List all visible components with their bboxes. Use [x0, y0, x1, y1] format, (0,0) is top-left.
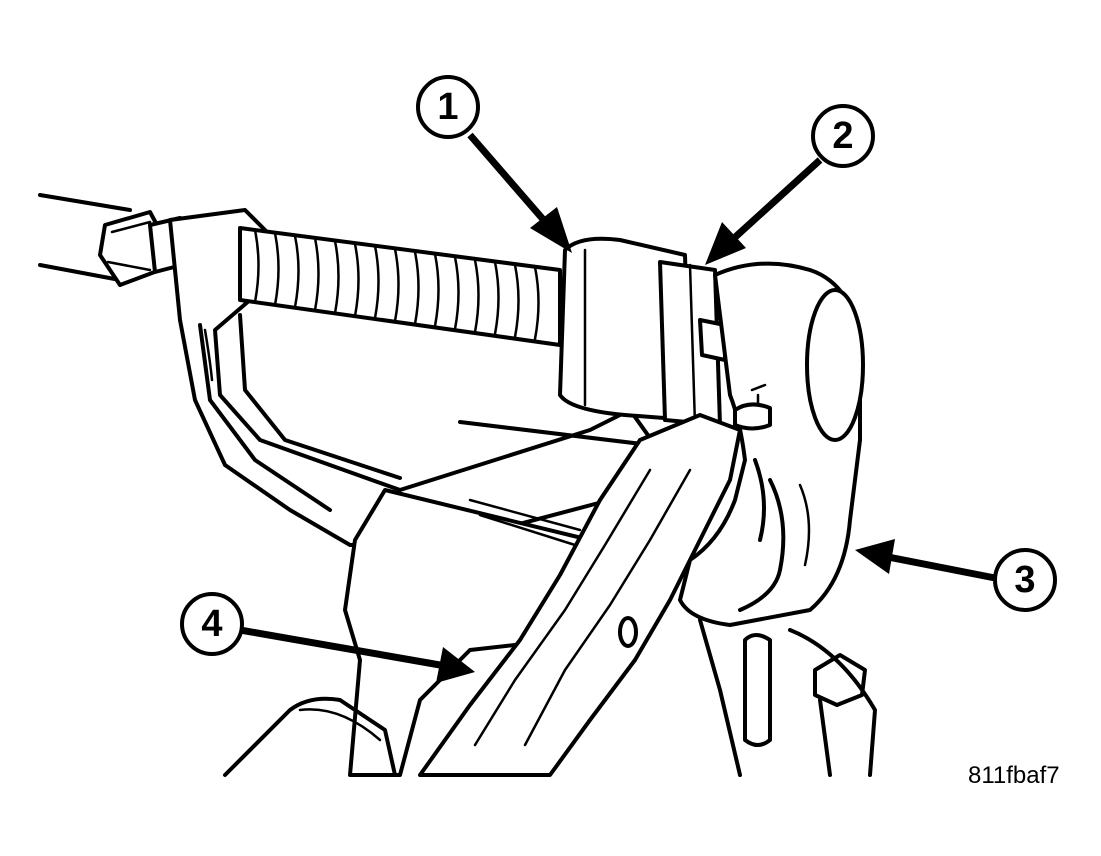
callout-3: 3 — [993, 548, 1057, 612]
leader-2 — [705, 157, 823, 265]
callout-2: 2 — [811, 104, 875, 168]
bottom-hardware — [698, 618, 877, 777]
bushing — [658, 260, 727, 427]
callout-1: 1 — [416, 75, 480, 139]
leader-1 — [467, 132, 572, 253]
control-arm — [418, 413, 742, 777]
callout-3-label: 3 — [1014, 559, 1035, 601]
leader-3 — [855, 539, 996, 582]
leader-4 — [239, 626, 475, 683]
driver-extension — [38, 193, 184, 287]
threaded-screw — [238, 226, 562, 347]
callout-4-label: 4 — [201, 603, 222, 645]
figure-id: 811fbaf7 — [968, 762, 1060, 789]
receiver-cup — [558, 236, 692, 422]
callout-4: 4 — [180, 592, 244, 656]
control-arm-eye — [678, 261, 865, 627]
callout-1-label: 1 — [437, 86, 458, 128]
lower-left-housing — [223, 696, 397, 777]
callout-2-label: 2 — [832, 115, 853, 157]
